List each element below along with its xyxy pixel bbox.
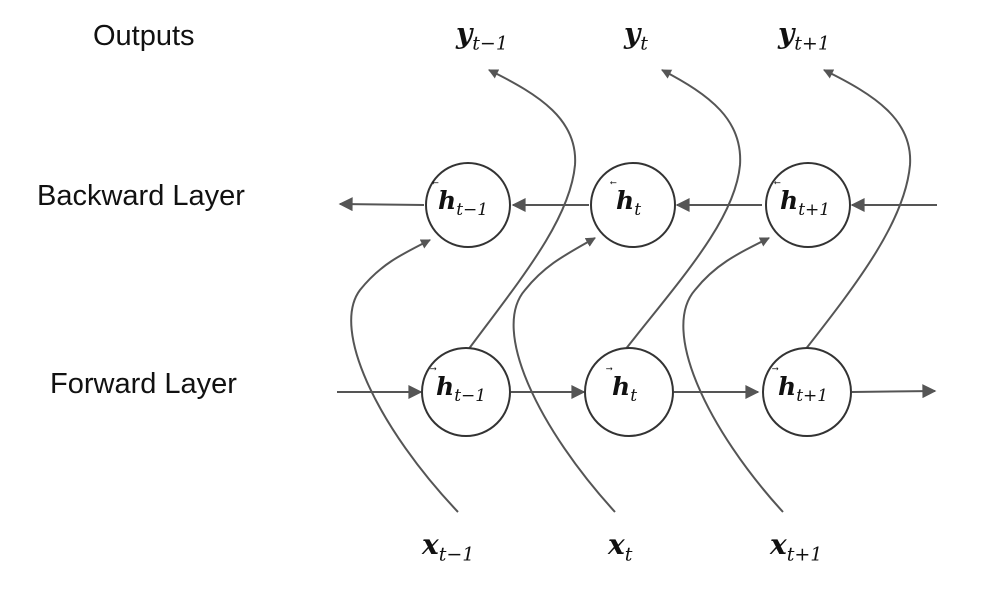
backward-h-tm1: ⃖ht−1 <box>438 186 489 220</box>
forward-h-t1: ⃗ht+1 <box>778 372 829 406</box>
forward-to-output <box>467 69 912 351</box>
fh-t1-to-y-t1 <box>804 69 912 351</box>
forward-nodes <box>421 347 852 437</box>
input-to-backward <box>350 237 784 513</box>
fh-tm1-to-y-tm1 <box>467 69 577 351</box>
x-t1-to-bh-t1 <box>682 237 784 513</box>
output-y-tm1: yt−1 <box>456 17 508 55</box>
x-t-to-bh-t <box>512 237 616 513</box>
backward-h-t1: ⃖ht+1 <box>780 186 831 220</box>
forward-edge-out <box>851 384 937 399</box>
backward-node-t <box>590 162 676 248</box>
input-x-t: xt <box>608 528 633 566</box>
forward-layer-label: Forward Layer <box>50 368 237 400</box>
backward-edge-out <box>338 197 425 212</box>
backward-h-t: ⃖ht <box>616 186 642 220</box>
backward-node-tm1 <box>425 162 511 248</box>
forward-node-t1 <box>762 347 852 437</box>
forward-chain <box>337 384 937 399</box>
input-x-t1: xt+1 <box>770 528 823 566</box>
backward-chain <box>338 197 937 212</box>
forward-h-t: ⃗ht <box>612 372 638 406</box>
forward-node-t <box>584 347 674 437</box>
backward-node-t1 <box>765 162 851 248</box>
backward-layer-label: Backward Layer <box>37 180 245 212</box>
x-tm1-to-bh-tm1 <box>350 239 459 513</box>
output-y-t: yt <box>624 17 648 55</box>
forward-h-tm1: ⃗ht−1 <box>436 372 487 406</box>
input-x-tm1: xt−1 <box>422 528 475 566</box>
forward-node-tm1 <box>421 347 511 437</box>
backward-nodes <box>425 162 851 248</box>
outputs-label: Outputs <box>93 20 195 52</box>
fh-t-to-y-t <box>624 69 742 351</box>
output-y-t1: yt+1 <box>778 17 830 55</box>
